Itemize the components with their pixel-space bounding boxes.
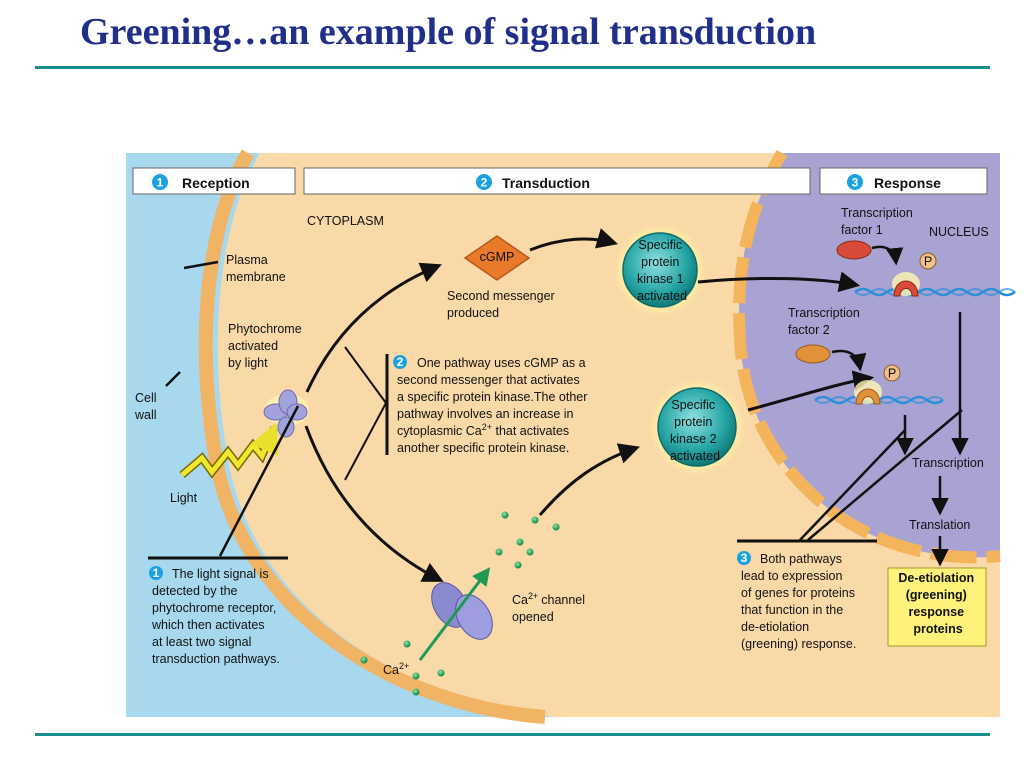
response-proteins-box: [887, 567, 987, 647]
step-badge-icon: [149, 566, 163, 580]
step-badge-icon: [152, 174, 168, 190]
arrow-kinase2-to-tf2: [747, 370, 875, 412]
svg-text:2: 2: [481, 176, 488, 190]
step3-pointer-1: [799, 429, 906, 541]
arrow-kinase1-to-tf1: [697, 271, 861, 293]
tf2-activated-icon: P: [854, 364, 901, 405]
step1-pointer: [218, 405, 300, 557]
step1-note: The light signal is detected by the phyt…: [151, 567, 280, 666]
tf1-activated-icon: P: [892, 252, 937, 297]
cytoplasm-label: CYTOPLASM: [307, 214, 384, 228]
cgmp-diamond-icon: [463, 235, 531, 281]
arrow-tf1-phosphorylation: [871, 245, 904, 266]
plasma-membrane: [198, 149, 546, 724]
svg-text:P: P: [924, 255, 932, 269]
svg-text:3: 3: [741, 551, 748, 565]
page-title: Greening…an example of signal transducti…: [80, 11, 817, 53]
step-badge-icon: [737, 551, 751, 565]
arrow-cgmp-to-kinase1: [529, 228, 619, 252]
tf2-protein-icon: [795, 344, 831, 364]
svg-text:2: 2: [397, 355, 404, 369]
nucleus-label: NUCLEUS: [929, 225, 989, 239]
step3-pointer-2: [807, 409, 963, 541]
svg-text:1: 1: [153, 566, 160, 580]
ca-ion-label: Ca2+: [383, 661, 409, 677]
step2-note: One pathway uses cGMP as a second messen…: [397, 356, 591, 455]
ca-channel-label: Ca2+channel opened: [512, 591, 589, 624]
svg-text:Response: Response: [874, 175, 941, 191]
calcium-ion-dots: [360, 511, 560, 696]
svg-text:Transduction: Transduction: [502, 175, 590, 191]
phytochrome-label: Phytochrome activated by light: [228, 322, 305, 370]
transcription-label: Transcription: [912, 456, 984, 470]
bracket-line-upper: [344, 346, 387, 404]
step-badge-icon: [393, 355, 407, 369]
light-label: Light: [170, 491, 198, 505]
kinase2-label: Specific protein kinase 2 activated: [670, 398, 720, 463]
membrane-pointer: [183, 260, 219, 270]
light-bolt-icon: [180, 422, 279, 477]
bracket-line-lower: [344, 402, 387, 481]
arrow-tf2-phosphorylation: [831, 349, 867, 372]
step3-note: Both pathways lead to expression of gene…: [741, 552, 858, 651]
cell-wall-label: Cell wall: [134, 391, 160, 422]
ca-channel-icon: [431, 582, 493, 640]
svg-text:1: 1: [157, 176, 164, 190]
arrow-to-cgmp: [305, 262, 442, 393]
plasma-membrane-label: Plasma membrane: [226, 253, 286, 284]
svg-text:3: 3: [852, 176, 859, 190]
cell-wall-pointer: [165, 371, 181, 387]
arrow-to-ca-channel: [304, 425, 444, 582]
tf1-label: Transcription factor 1: [841, 206, 916, 237]
svg-text:Reception: Reception: [182, 175, 250, 191]
response-proteins-label: De-etiolation (greening) response protei…: [898, 571, 977, 636]
ca-influx-arrow: [418, 567, 491, 661]
header-transduction: 2 Transduction: [303, 167, 811, 195]
step-badge-icon: [476, 174, 492, 190]
nuclear-envelope: [733, 149, 1001, 564]
second-messenger-label: Second messenger produced: [447, 289, 558, 320]
tf1-protein-icon: [836, 240, 872, 260]
header-response: 3 Response: [819, 167, 988, 195]
translation-label: Translation: [909, 518, 970, 532]
title-underline: [35, 66, 990, 69]
nucleus-region: [739, 153, 1000, 558]
arrow-ca-to-kinase2: [538, 443, 640, 516]
header-reception: 1 Reception: [132, 167, 296, 195]
kinase1-circle-icon: [614, 224, 706, 316]
step-badge-icon: [847, 174, 863, 190]
kinase1-label: Specific protein kinase 1 activated: [637, 238, 687, 303]
phytochrome-receptor-icon: [263, 389, 309, 438]
kinase2-circle-icon: [649, 379, 745, 475]
cgmp-label: cGMP: [480, 250, 515, 264]
footer-rule: [35, 733, 990, 736]
svg-text:P: P: [888, 367, 896, 381]
tf2-label: Transcription factor 2: [788, 306, 863, 337]
